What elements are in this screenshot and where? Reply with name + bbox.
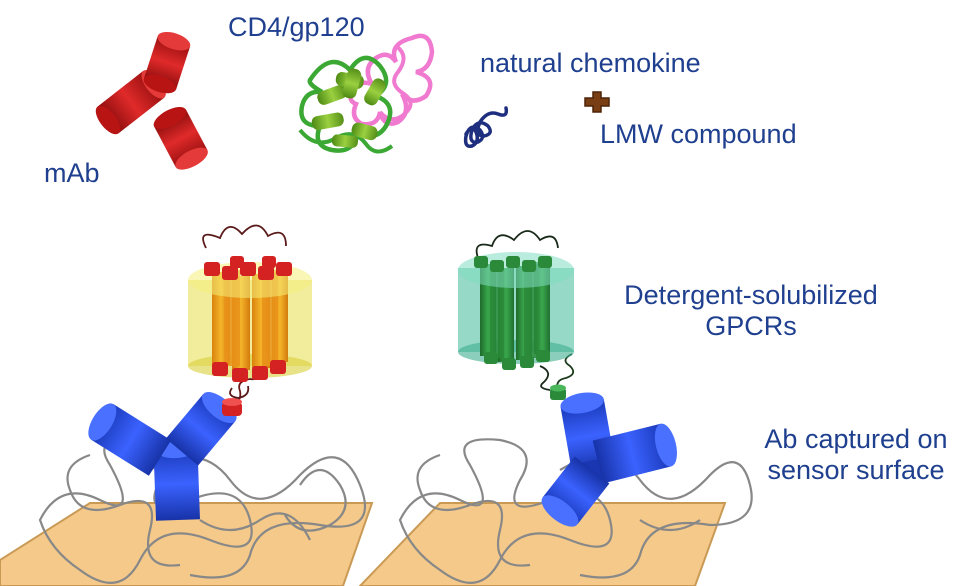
label-captured-line1: Ab captured on <box>764 424 948 454</box>
antibody-left-icon <box>88 392 237 521</box>
label-cd4-gp120: CD4/gp120 <box>228 12 365 42</box>
green-tag-icon <box>550 353 575 400</box>
label-natural-chemokine: natural chemokine <box>480 48 701 78</box>
label-ab-captured: Ab captured on sensor surface <box>738 424 974 486</box>
label-detergent-line2: GPCRs <box>705 311 797 341</box>
label-mab: mAb <box>44 158 100 188</box>
red-gpcr-micelle-icon <box>188 224 312 399</box>
label-detergent-gpcrs: Detergent-solubilized GPCRs <box>596 280 906 342</box>
cd4-gp120-icon <box>298 33 435 154</box>
label-detergent-line1: Detergent-solubilized <box>624 280 878 310</box>
sensor-surface-right <box>358 502 727 586</box>
chemokine-icon <box>463 106 509 149</box>
label-captured-line2: sensor surface <box>767 455 945 485</box>
sensor-surface-left <box>0 502 374 586</box>
green-gpcr-micelle-icon <box>458 230 574 391</box>
label-lmw-compound: LMW compound <box>600 119 797 149</box>
mab-icon <box>95 31 208 170</box>
antibody-right-icon <box>541 392 677 527</box>
lmw-compound-icon <box>584 91 610 113</box>
